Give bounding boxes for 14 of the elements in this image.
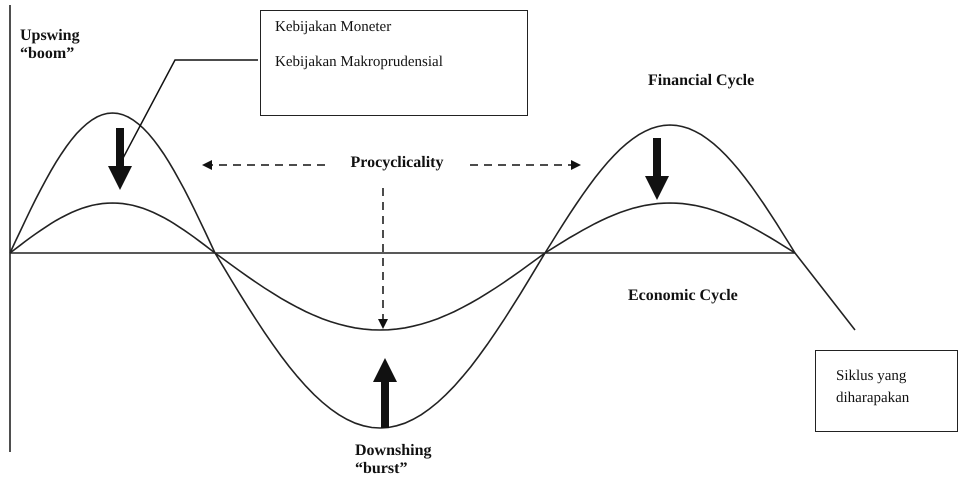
phase-label: Downshing “burst”: [355, 442, 432, 478]
dashed-arrow: [470, 160, 581, 170]
policy-text: Kebijakan Makroprudensial: [275, 54, 444, 71]
expected-cycle-box: [815, 350, 958, 432]
leader-line: [121, 59, 258, 160]
curve-label: Financial Cycle: [648, 72, 754, 90]
phase-label: Upswing “boom”: [20, 27, 81, 63]
dashed-arrow: [202, 160, 325, 170]
box-text: Siklus yang diharapakan: [836, 367, 910, 408]
policy-box: [260, 10, 528, 116]
curve-label: Economic Cycle: [628, 287, 738, 305]
procyclicality-label: Procyclicality: [327, 154, 467, 176]
policy-text: Kebijakan Moneter: [275, 19, 392, 36]
dashed-arrow: [378, 188, 388, 329]
